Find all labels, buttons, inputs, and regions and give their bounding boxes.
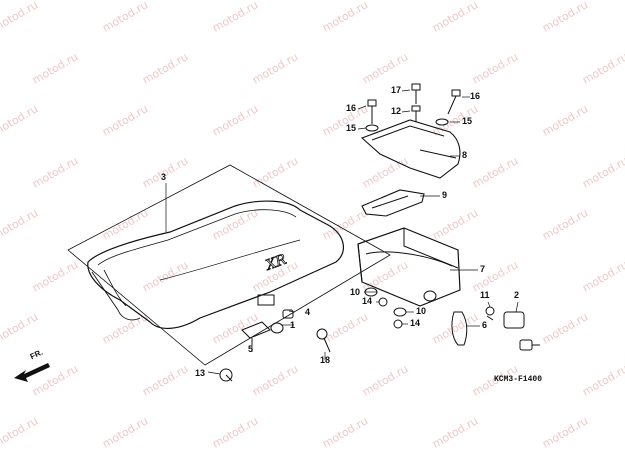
callout-8: 8 <box>462 150 468 160</box>
collar-part-1 <box>270 322 284 334</box>
callout-18: 18 <box>320 355 331 365</box>
washer-part-15b <box>435 118 449 126</box>
callout-11: 11 <box>480 290 490 300</box>
cover-part-8 <box>360 119 461 179</box>
callout-16b: 16 <box>470 91 481 101</box>
seat-assembly-box <box>67 164 391 366</box>
screw-part-13 <box>219 368 233 382</box>
callout-6: 6 <box>482 320 488 330</box>
callout-7: 7 <box>480 264 486 274</box>
bolt-part-12 <box>411 105 421 122</box>
callout-4: 4 <box>305 307 311 317</box>
callout-1: 1 <box>290 320 296 330</box>
callout-10b: 10 <box>416 306 427 316</box>
callout-14b: 14 <box>410 318 421 328</box>
bracket-part-5 <box>241 321 271 345</box>
leader-lines <box>165 89 519 375</box>
clip-part-6 <box>451 311 468 346</box>
callout-9: 9 <box>442 190 448 200</box>
hinge-bracket <box>257 294 275 306</box>
bolt-part-16b <box>447 89 461 115</box>
bracket-part-9 <box>361 189 425 217</box>
bolt-part-16a <box>367 99 377 124</box>
callout-12: 12 <box>391 106 402 116</box>
callout-10a: 10 <box>350 287 361 297</box>
screw-part-14a <box>378 297 388 307</box>
seat-part-3: XR <box>87 200 344 329</box>
callout-17: 17 <box>391 85 402 95</box>
grommet-part-10b <box>393 307 407 317</box>
part-11 <box>485 306 495 321</box>
callout-16a: 16 <box>346 103 357 113</box>
bolt-part-18 <box>316 328 331 353</box>
callout-2: 2 <box>514 290 520 300</box>
screw-part-14b <box>393 319 403 329</box>
callout-15b: 15 <box>462 116 473 126</box>
bolt-part-17 <box>411 83 421 104</box>
callout-14a: 14 <box>362 296 373 306</box>
box-part-7 <box>357 227 461 307</box>
drawing-code: KCM3-F1400 <box>494 375 543 384</box>
cushion-part-4 <box>282 309 294 319</box>
callout-15a: 15 <box>346 123 357 133</box>
seat-logo: XR <box>263 252 289 275</box>
lock-part-2 <box>503 311 540 351</box>
callout-5: 5 <box>248 344 254 354</box>
front-arrow <box>14 363 50 382</box>
callout-3: 3 <box>161 172 167 182</box>
washer-part-15a <box>365 124 379 132</box>
callout-13: 13 <box>195 368 206 378</box>
